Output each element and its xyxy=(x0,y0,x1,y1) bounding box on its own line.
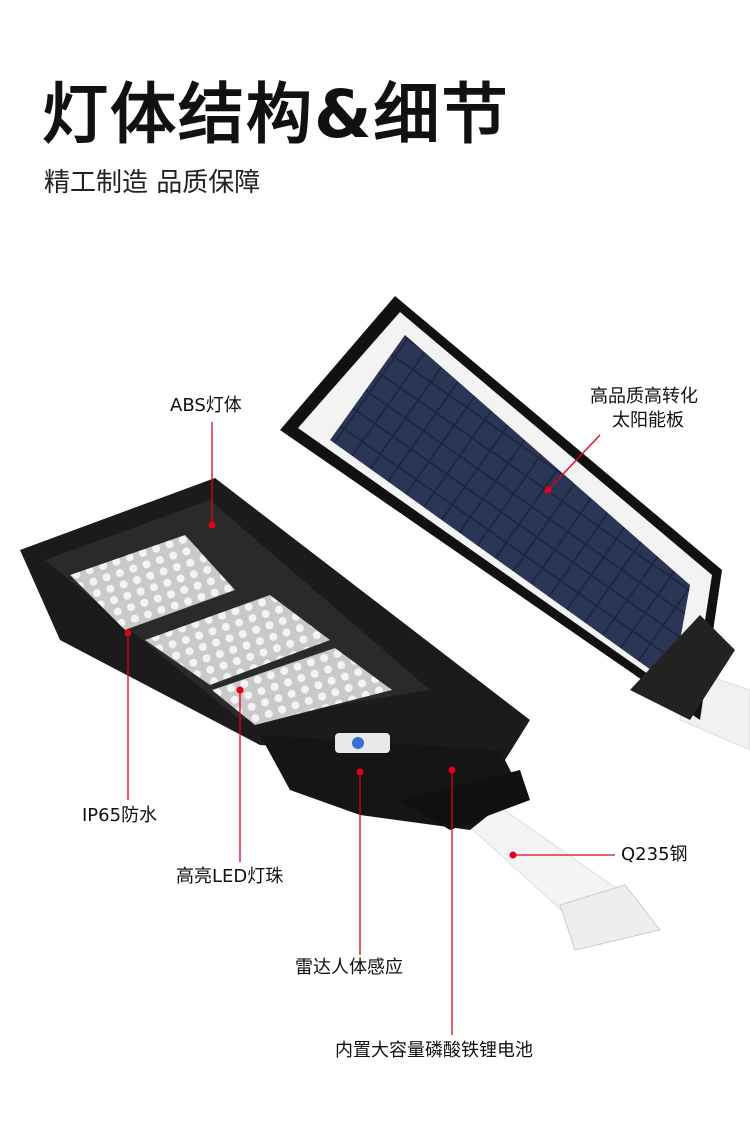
solar-panel xyxy=(280,296,735,720)
callout-line-solar xyxy=(547,434,601,491)
callout-led-beads: 高亮LED灯珠 xyxy=(176,866,284,887)
callout-dot-abs xyxy=(208,521,216,529)
callout-waterproof: IP65防水 xyxy=(82,805,158,826)
callout-dot-radar xyxy=(356,768,364,776)
pole-bracket xyxy=(559,884,661,951)
page-title: 灯体结构&细节 xyxy=(42,76,510,153)
callout-dot-steel xyxy=(509,851,517,859)
lamp-body xyxy=(20,478,530,830)
callout-dot-solar xyxy=(544,486,552,494)
callout-dot-led xyxy=(236,686,244,694)
callout-radar: 雷达人体感应 xyxy=(295,957,403,978)
callout-steel: Q235钢 xyxy=(621,844,688,865)
callout-solar-line2: 太阳能板 xyxy=(612,410,684,431)
page-subtitle: 精工制造 品质保障 xyxy=(44,168,261,198)
callout-dot-ip65 xyxy=(124,629,132,637)
callout-abs-body: ABS灯体 xyxy=(170,395,242,416)
callout-battery: 内置大容量磷酸铁锂电池 xyxy=(335,1040,533,1061)
callout-solar-line1: 高品质高转化 xyxy=(590,386,698,407)
callout-dot-battery xyxy=(448,766,456,774)
